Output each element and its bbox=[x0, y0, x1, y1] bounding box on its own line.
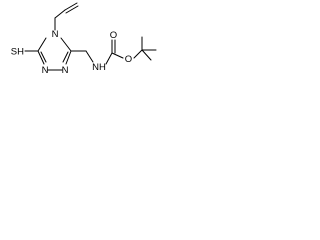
bond-ch2-ch bbox=[54, 9, 66, 19]
bond-carbonyl-c-ester-o bbox=[111, 52, 124, 59]
bond-n2-c3-double bbox=[62, 51, 69, 63]
atom-label-ring-n4: N bbox=[52, 29, 59, 40]
atom-label-ester-o: O bbox=[125, 54, 132, 65]
bond-c3-n4 bbox=[60, 37, 72, 52]
bond-lines bbox=[24, 2, 157, 71]
bond-ch-ch2-double-b bbox=[65, 5, 79, 14]
bond-quat-c-methyl-down bbox=[141, 49, 152, 61]
bond-n2-c3 bbox=[65, 50, 72, 65]
atom-labels: SH N N N NH O O bbox=[11, 29, 132, 76]
molecule-structure: SH N N N NH O O bbox=[11, 2, 157, 76]
atom-label-carbamate-nh: NH bbox=[92, 62, 106, 73]
bond-c5-n1 bbox=[37, 50, 45, 65]
atom-label-ring-n1: N bbox=[42, 65, 49, 76]
bond-ch-ch2-double-a bbox=[64, 2, 78, 11]
atom-label-thiol: SH bbox=[11, 47, 24, 58]
atom-label-ring-n2: N bbox=[62, 65, 69, 76]
bond-c5-n1-double bbox=[40, 51, 47, 63]
bond-nh-carbonyl-c bbox=[105, 52, 113, 65]
bond-n4-c5 bbox=[37, 37, 47, 52]
atom-label-carbonyl-o: O bbox=[110, 30, 117, 41]
bond-ch2-nh bbox=[85, 50, 94, 63]
bond-ester-o-quat-c bbox=[133, 49, 143, 59]
